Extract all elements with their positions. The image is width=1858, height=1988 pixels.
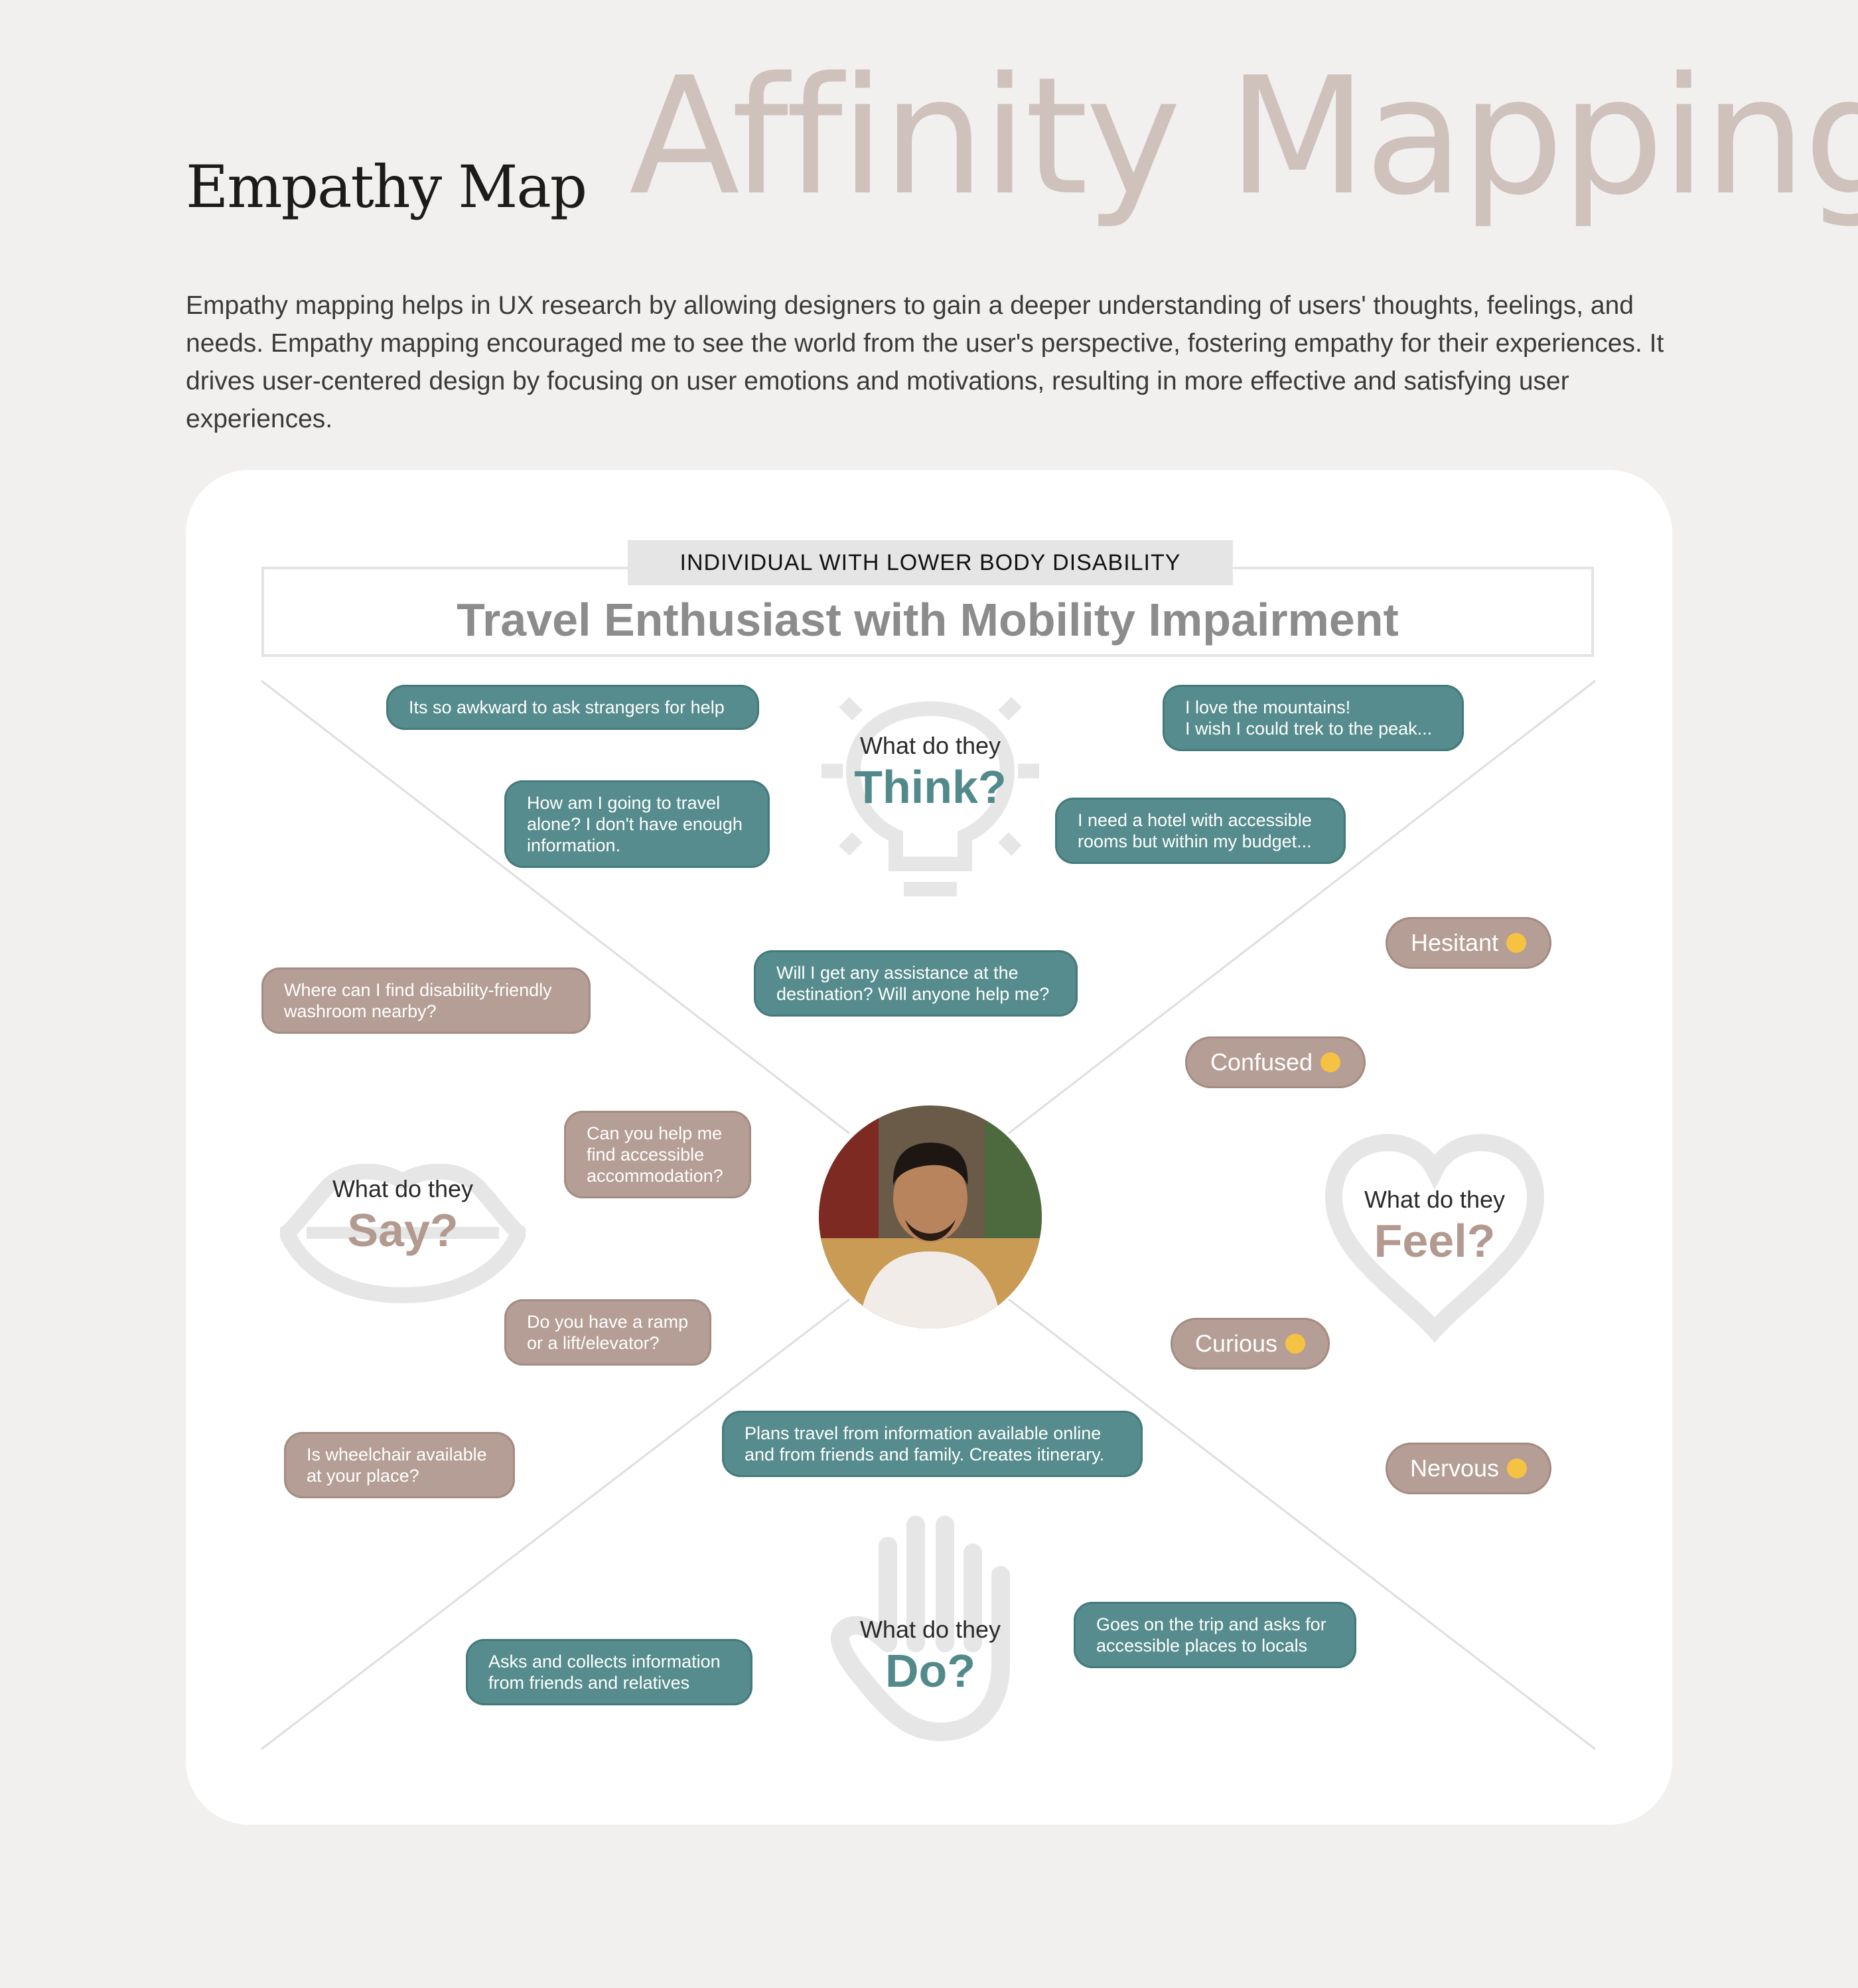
affinity-mapping-watermark: Affinity Mapping	[629, 42, 1858, 231]
say-prefix: What do they	[332, 1175, 474, 1202]
do-note: Plans travel from information available …	[722, 1411, 1143, 1477]
raised-eyebrow-face-emoji-icon	[1285, 1334, 1306, 1354]
think-quadrant-label: What do they Think?	[824, 731, 1036, 814]
feel-quadrant-label: What do they Feel?	[1328, 1185, 1541, 1267]
page-title: Empathy Map	[186, 153, 587, 221]
think-note: How am I going to travel alone? I don't …	[504, 780, 770, 868]
feeling-label: Hesitant	[1410, 929, 1499, 956]
quadrant-divider-lines	[261, 679, 1596, 1750]
feel-heading: Feel?	[1374, 1215, 1496, 1267]
think-note: I need a hotel with accessible rooms but…	[1055, 798, 1346, 864]
intro-paragraph: Empathy mapping helps in UX research by …	[186, 291, 1664, 433]
persona-avatar	[819, 1105, 1042, 1328]
think-heading: Think?	[854, 761, 1007, 813]
feeling-label: Confused	[1210, 1048, 1313, 1076]
feeling-chip-hesitant: Hesitant	[1386, 917, 1551, 969]
empathy-map-card: INDIVIDUAL WITH LOWER BODY DISABILITY Tr…	[186, 470, 1672, 1825]
heart-icon	[1324, 1133, 1545, 1343]
say-quadrant-label: What do they Say?	[297, 1174, 509, 1257]
flushed-face-emoji-icon	[1506, 933, 1527, 953]
feeling-label: Nervous	[1409, 1455, 1500, 1482]
say-heading: Say?	[347, 1204, 459, 1256]
say-note: Can you help me find accessible accommod…	[564, 1111, 751, 1198]
say-note: Is wheelchair available at your place?	[284, 1432, 515, 1498]
do-note: Asks and collects information from frien…	[466, 1639, 752, 1705]
do-quadrant-label: What do they Do?	[824, 1615, 1036, 1697]
think-note: Will I get any assistance at the destina…	[754, 950, 1078, 1017]
think-note: I love the mountains! I wish I could tre…	[1163, 685, 1464, 751]
do-prefix: What do they	[859, 1616, 1001, 1643]
feeling-chip-curious: Curious	[1171, 1318, 1330, 1370]
feel-prefix: What do they	[1364, 1186, 1506, 1213]
persona-name: Travel Enthusiast with Mobility Impairme…	[457, 594, 1399, 646]
persona-tag: INDIVIDUAL WITH LOWER BODY DISABILITY	[628, 540, 1233, 585]
feeling-chip-confused: Confused	[1185, 1036, 1366, 1088]
do-note: Goes on the trip and asks for accessible…	[1074, 1602, 1356, 1668]
say-note: Where can I find disability-friendly was…	[261, 967, 591, 1034]
do-heading: Do?	[885, 1645, 976, 1697]
lightbulb-icon	[822, 697, 1039, 896]
think-prefix: What do they	[859, 732, 1001, 759]
say-note: Do you have a ramp or a lift/elevator?	[504, 1299, 711, 1366]
feeling-chip-nervous: Nervous	[1386, 1443, 1551, 1494]
lips-icon	[280, 1164, 526, 1303]
feeling-label: Curious	[1194, 1330, 1278, 1357]
confused-face-emoji-icon	[1321, 1052, 1341, 1072]
hand-icon	[831, 1516, 1010, 1742]
think-note: Its so awkward to ask strangers for help	[386, 685, 759, 730]
anxious-face-emoji-icon	[1507, 1458, 1528, 1478]
